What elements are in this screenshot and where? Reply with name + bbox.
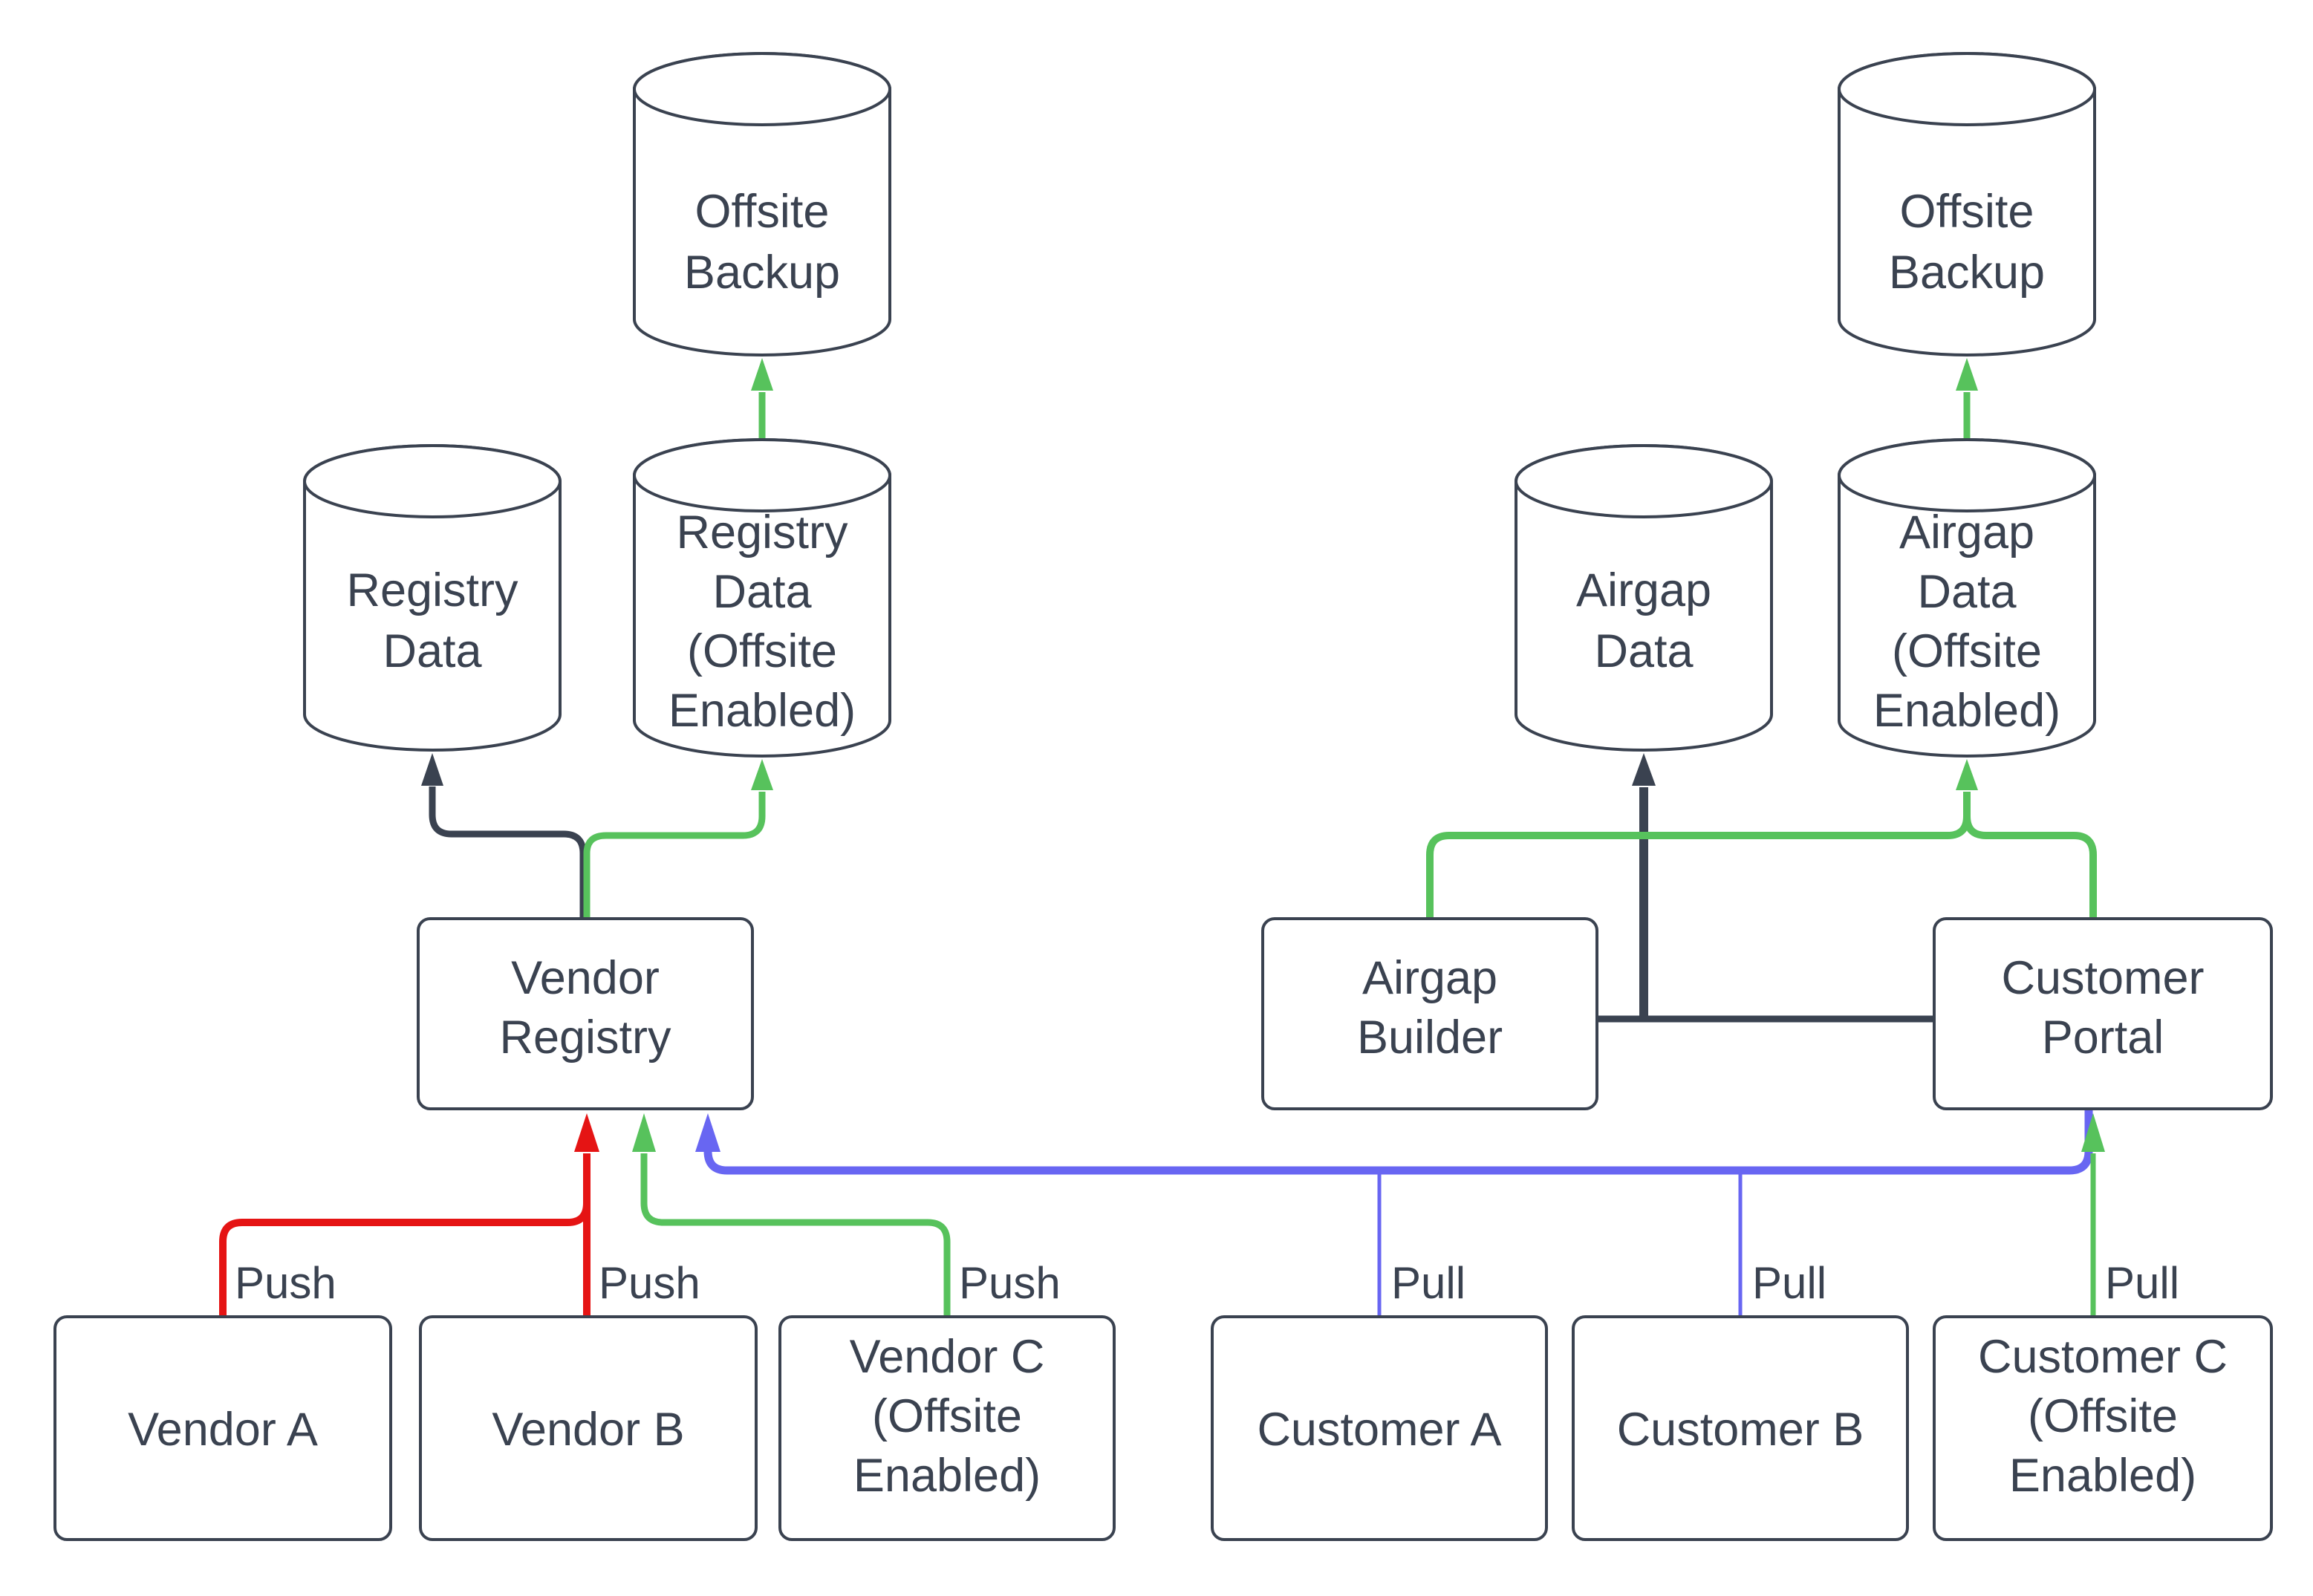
node-box [417,917,754,1110]
cylinder-top [1515,444,1773,518]
cylinder-top [633,438,891,512]
node-label: Data [383,625,482,677]
node-label: Data [712,566,812,618]
node-label: Builder [1357,1012,1503,1064]
node-label: Registry [346,564,518,616]
airgap-builder-node: Airgap Builder [1261,917,1598,1110]
arrowhead-vendor-registry-green [632,1113,656,1152]
node-box [778,1315,1116,1541]
node-label: Data [1594,625,1694,677]
edge-customer-portal-to-airgap-data-offsite [1963,792,2097,917]
pull-label-customer-c: Pull [2105,1258,2179,1308]
vendor-c-offsite-node: Vendor C (Offsite Enabled) [778,1315,1116,1541]
node-label: Enabled) [853,1450,1041,1502]
arrowhead-offsite-backup-right [1956,358,1978,391]
cylinder-top [1838,438,2096,512]
node-box [419,1315,758,1541]
node-label: Vendor [511,952,660,1004]
push-label-vendor-b: Push [599,1258,700,1308]
edge-vendor-registry-to-registry-data-offsite [583,792,766,917]
registry-data-cylinder: Registry Data [303,444,562,752]
arrowhead-airgap-data [1632,753,1656,786]
node-label: (Offsite [687,625,837,677]
edge-vendor-registry-to-registry-data [429,786,587,917]
node-label: Backup [1889,247,2045,299]
node-box [1933,917,2273,1110]
arrowhead-customer-portal [2081,1113,2105,1152]
node-box [1261,917,1598,1110]
arrowhead-vendor-registry-red [574,1113,599,1152]
airgap-data-cylinder: Airgap Data [1515,444,1773,752]
cylinder-top [1838,52,2096,126]
arrowhead-vendor-registry-blue [695,1113,720,1152]
airgap-data-offsite-cylinder: Airgap Data (Offsite Enabled) [1838,438,2096,758]
node-label: Enabled) [1873,685,2060,737]
node-label: Customer B [1617,1404,1864,1456]
push-label-vendor-c: Push [959,1258,1061,1308]
push-label-vendor-a: Push [235,1258,336,1308]
node-label: Backup [684,247,840,299]
arrowhead-registry-data-offsite [751,759,773,790]
edge-vendor-c-push [640,1153,951,1315]
pull-label-customer-b: Pull [1752,1258,1826,1308]
node-label: (Offsite [872,1390,1022,1442]
arrowhead-registry-data [421,753,443,786]
node-label: Enabled) [2009,1450,2196,1502]
node-box [1211,1315,1548,1541]
vendor-b-node: Vendor B [419,1315,758,1541]
node-label: Airgap [1899,507,2034,558]
customer-portal-node: Customer Portal [1933,917,2273,1110]
node-label: (Offsite [2028,1390,2178,1442]
node-label: Customer C [1978,1331,2228,1383]
node-label: Offsite [1900,186,2034,238]
edge-airgap-builder-to-airgap-data-offsite [1426,792,1971,917]
node-label: Vendor B [492,1404,684,1456]
node-label: Offsite [695,186,830,238]
node-box [1572,1315,1909,1541]
offsite-backup-right-cylinder: Offsite Backup [1838,52,2096,356]
node-box [1933,1315,2273,1541]
customer-b-node: Customer B [1572,1315,1909,1541]
offsite-backup-left-cylinder: Offsite Backup [633,52,891,356]
node-label: Airgap [1576,564,1711,616]
pull-label-customer-a: Pull [1391,1258,1465,1308]
node-label: Vendor A [128,1404,318,1456]
node-label: Registry [676,507,848,558]
node-label: Registry [499,1012,671,1064]
cylinder-top [633,52,891,126]
customer-a-node: Customer A [1211,1315,1548,1541]
node-box [53,1315,392,1541]
node-label: (Offsite [1892,625,2042,677]
cylinder-top [303,444,562,518]
node-label: Portal [2042,1012,2164,1064]
registry-data-offsite-cylinder: Registry Data (Offsite Enabled) [633,438,891,758]
node-label: Enabled) [668,685,856,737]
vendor-registry-node: Vendor Registry [417,917,754,1110]
arrowhead-airgap-data-offsite [1956,759,1978,790]
edge-customer-portal-pull-rail [703,1110,2093,1175]
node-label: Data [1917,566,2017,618]
vendor-a-node: Vendor A [53,1315,392,1541]
node-label: Customer A [1257,1404,1501,1456]
node-label: Airgap [1362,952,1497,1004]
arrowhead-offsite-backup-left [751,358,773,391]
customer-c-offsite-node: Customer C (Offsite Enabled) [1933,1315,2273,1541]
node-label: Customer [2001,952,2204,1004]
node-label: Vendor C [850,1331,1045,1383]
